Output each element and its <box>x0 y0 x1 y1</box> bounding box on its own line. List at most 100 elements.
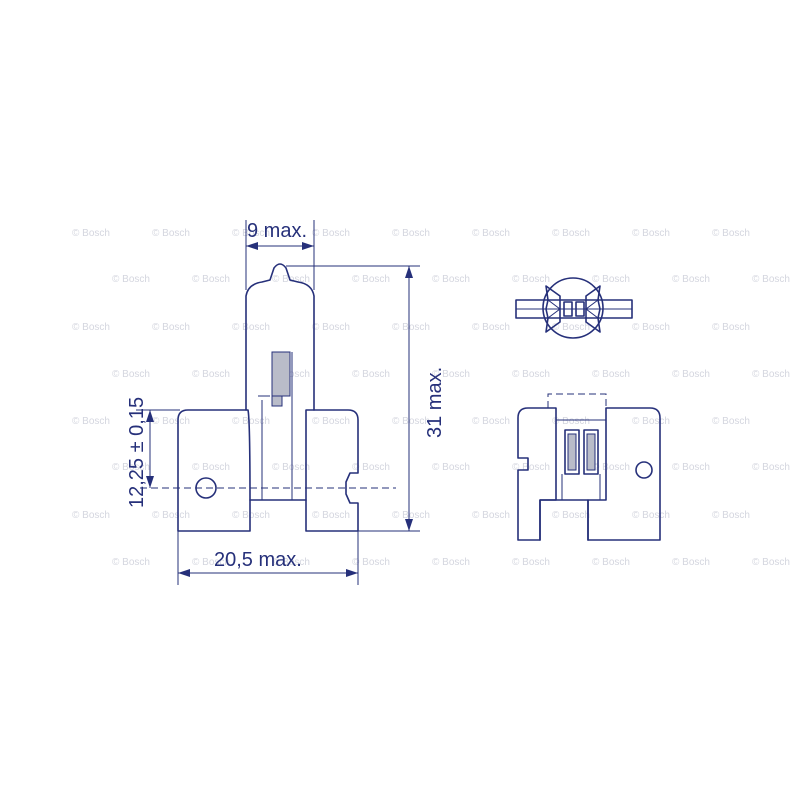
watermark-text: © Bosch <box>392 416 430 427</box>
watermark-text: © Bosch <box>512 462 550 473</box>
watermark-text: © Bosch <box>232 228 270 239</box>
filament-shield <box>271 351 291 397</box>
arrow <box>346 569 358 577</box>
dimension-label-base: 20,5 max. <box>214 549 302 571</box>
watermark-text: © Bosch <box>192 274 230 285</box>
dimension-label-top: 9 max. <box>247 220 307 242</box>
watermark-text: © Bosch <box>592 557 630 568</box>
front-view: 9 max. 31 max. 20,5 max. 12,25 ± 0,15 <box>126 220 446 585</box>
side-contact-left <box>564 429 580 475</box>
dimension-label-height: 31 max. <box>424 367 446 438</box>
arrow <box>302 242 314 250</box>
watermark-text: © Bosch <box>432 369 470 380</box>
watermark-text: © Bosch <box>352 462 390 473</box>
watermark-text: © Bosch <box>632 416 670 427</box>
center-contact <box>563 301 573 317</box>
watermark-text: © Bosch <box>472 510 510 521</box>
watermark-text: © Bosch <box>112 369 150 380</box>
watermark-text: © Bosch <box>152 322 190 333</box>
watermark-text: © Bosch <box>672 274 710 285</box>
watermark-text: © Bosch <box>752 274 790 285</box>
side-contact-right-fill <box>586 433 596 471</box>
watermark-text: © Bosch <box>72 510 110 521</box>
watermark-text: © Bosch <box>352 274 390 285</box>
watermark-layer: © Bosch © Bosch © Bosch © Bosch © Bosch © Bos… <box>72 228 790 568</box>
watermark-text: © Bosch <box>272 557 310 568</box>
watermark-text: © Bosch <box>512 557 550 568</box>
watermark-text: © Bosch <box>712 510 750 521</box>
watermark-text: © Bosch <box>432 462 470 473</box>
watermark-text: © Bosch <box>752 369 790 380</box>
side-contact-right <box>583 429 599 475</box>
watermark-text: © Bosch <box>232 416 270 427</box>
watermark-text: © Bosch <box>312 416 350 427</box>
watermark-text: © Bosch <box>72 416 110 427</box>
watermark-text: © Bosch <box>112 274 150 285</box>
watermark-text: © Bosch <box>472 322 510 333</box>
arrow <box>178 569 190 577</box>
watermark-text: © Bosch <box>272 462 310 473</box>
side-bottom-bridge <box>539 499 589 541</box>
watermark-text: © Bosch <box>392 228 430 239</box>
clip-left <box>545 285 561 333</box>
watermark-text: © Bosch <box>712 416 750 427</box>
watermark-text: © Bosch <box>192 369 230 380</box>
watermark-text: © Bosch <box>472 416 510 427</box>
inner-lead-left <box>258 395 270 500</box>
watermark-text: © Bosch <box>512 274 550 285</box>
watermark-text: © Bosch <box>312 322 350 333</box>
watermark-text: © Bosch <box>152 416 190 427</box>
watermark-text: © Bosch <box>392 510 430 521</box>
watermark-text: © Bosch <box>232 510 270 521</box>
arrow <box>146 476 154 488</box>
watermark-text: © Bosch <box>552 322 590 333</box>
watermark-text: © Bosch <box>152 228 190 239</box>
watermark-text: © Bosch <box>392 322 430 333</box>
watermark-text: © Bosch <box>672 369 710 380</box>
center-contact <box>575 301 585 317</box>
watermark-text: © Bosch <box>592 462 630 473</box>
watermark-text: © Bosch <box>352 369 390 380</box>
clip-right <box>585 285 601 333</box>
arrow <box>146 410 154 422</box>
watermark-text: © Bosch <box>632 228 670 239</box>
watermark-text: © Bosch <box>552 416 590 427</box>
base-right-block <box>305 409 359 532</box>
watermark-text: © Bosch <box>112 462 150 473</box>
arrow <box>405 519 413 531</box>
watermark-text: © Bosch <box>472 228 510 239</box>
arrow <box>405 266 413 278</box>
side-inner-lines <box>556 419 606 500</box>
side-view <box>517 393 661 541</box>
watermark-text: © Bosch <box>72 228 110 239</box>
bulb-outline-top <box>542 277 604 339</box>
watermark-text: © Bosch <box>112 557 150 568</box>
clip-right-detail <box>585 299 599 319</box>
watermark-text: © Bosch <box>712 228 750 239</box>
watermark-text: © Bosch <box>432 557 470 568</box>
watermark-text: © Bosch <box>512 369 550 380</box>
side-mounting-hole <box>635 461 653 479</box>
dimension-label-reference: 12,25 ± 0,15 <box>126 397 148 508</box>
watermark-text: © Bosch <box>552 228 590 239</box>
watermark-text: © Bosch <box>632 322 670 333</box>
clip-left-detail <box>547 299 561 319</box>
arrow <box>246 242 258 250</box>
watermark-text: © Bosch <box>672 557 710 568</box>
watermark-text: © Bosch <box>592 274 630 285</box>
watermark-text: © Bosch <box>552 510 590 521</box>
watermark-text: © Bosch <box>672 462 710 473</box>
watermark-text: © Bosch <box>632 510 670 521</box>
watermark-text: © Bosch <box>72 322 110 333</box>
watermark-text: © Bosch <box>312 510 350 521</box>
watermark-text: © Bosch <box>312 228 350 239</box>
side-left-block <box>517 407 557 541</box>
watermark-text: © Bosch <box>192 462 230 473</box>
watermark-text: © Bosch <box>272 369 310 380</box>
base-left-block <box>177 409 251 532</box>
side-contact-left-fill <box>567 433 577 471</box>
glass-bulb <box>245 263 315 411</box>
watermark-text: © Bosch <box>352 557 390 568</box>
